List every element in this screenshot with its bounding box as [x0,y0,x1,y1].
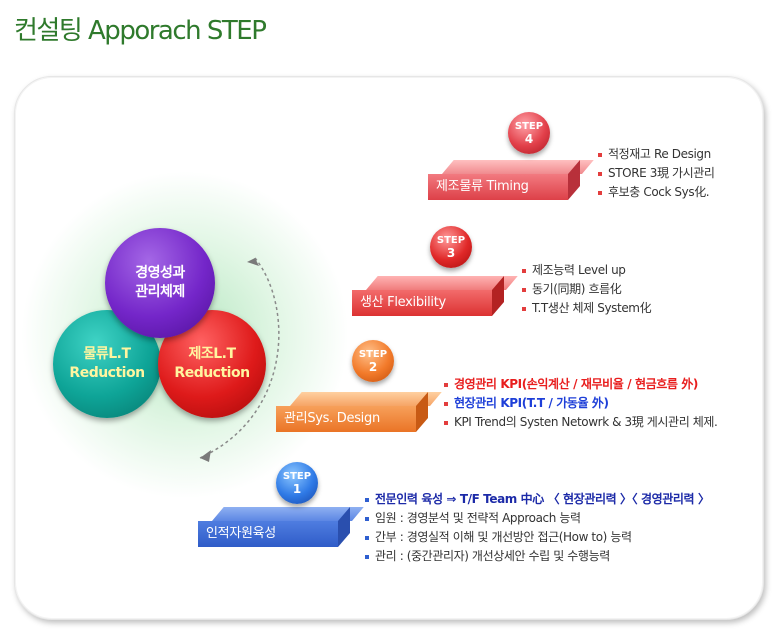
step-4-ball: STEP 4 [508,112,550,154]
step-3-ball: STEP 3 [430,226,472,268]
step-1-bullets: 전문인력 육성 ⇒ T/F Team 中心 〈 현장관리력 〉〈 경영관리력 〉… [365,490,710,566]
circle-top-line1: 경영성과 [135,265,185,281]
step-4-number: 4 [524,132,534,146]
step-3-bullets: 제조능력 Level up 동기(同期) 흐름化 T.T생산 체제 System… [522,261,652,318]
step-2-ball: STEP 2 [352,340,394,382]
step-2-bullet: KPI Trend의 Systen Netowrk & 3現 게시관리 체제. [444,413,718,432]
step-2-bullet: 경영관리 KPI(손익계산 / 재무비율 / 현금흐름 外) [444,375,717,394]
step-3-label: 생산 Flexibility [352,290,492,316]
step-2-label: 관리Sys. Design [276,406,416,432]
step-1-step-text: STEP [282,471,312,482]
page-title: 컨설팅 Apporach STEP [14,16,267,46]
circle-right-line1: 제조L.T [188,346,236,362]
circle-right-line2: Reduction [174,365,250,381]
step-1-label: 인적자원육성 [198,521,338,547]
step-1-number: 1 [292,482,302,496]
step-4-bullet: 적정재고 Re Design [598,145,715,164]
step-1-ball: STEP 1 [276,462,318,504]
step-3-bullet: 제조능력 Level up [522,261,651,280]
cycle-arrow-icon [199,257,280,462]
step-1-bullet: 관리 : (중간관리자) 개선상세안 수립 및 수행능력 [365,547,710,566]
step-4-bullet: 후보충 Cock Sys化. [598,183,715,202]
step-4-bullets: 적정재고 Re Design STORE 3現 가시관리 후보충 Cock Sy… [598,145,715,202]
step-4-label: 제조물류 Timing [428,174,568,200]
step-3-bullet: T.T생산 체제 System化 [522,299,652,318]
step-2-number: 2 [368,360,378,374]
step-1-bullet: 임원 : 경영분석 및 전략적 Approach 능력 [365,509,710,528]
step-3-step-text: STEP [436,235,466,246]
step-1-bullet: 간부 : 경영실적 이해 및 개선방안 접근(How to) 능력 [365,528,710,547]
circle-management-performance: 경영성과 관리체제 [105,228,215,338]
step-2-bullet: 현장관리 KPI(T.T / 가동율 外) [444,394,717,413]
step-2-bullets: 경영관리 KPI(손익계산 / 재무비율 / 현금흐름 外) 현장관리 KPI(… [444,375,718,432]
step-3-bullet: 동기(同期) 흐름化 [522,280,651,299]
step-4-step-text: STEP [514,121,544,132]
circle-left-line1: 물류L.T [83,346,131,362]
step-3-number: 3 [446,246,456,260]
circle-left-line2: Reduction [69,365,145,381]
circle-top-line2: 관리체제 [135,284,185,300]
step-2-step-text: STEP [358,349,388,360]
step-1-bullet: 전문인력 육성 ⇒ T/F Team 中心 〈 현장관리력 〉〈 경영관리력 〉 [365,490,710,509]
step-4-bullet: STORE 3現 가시관리 [598,164,715,183]
